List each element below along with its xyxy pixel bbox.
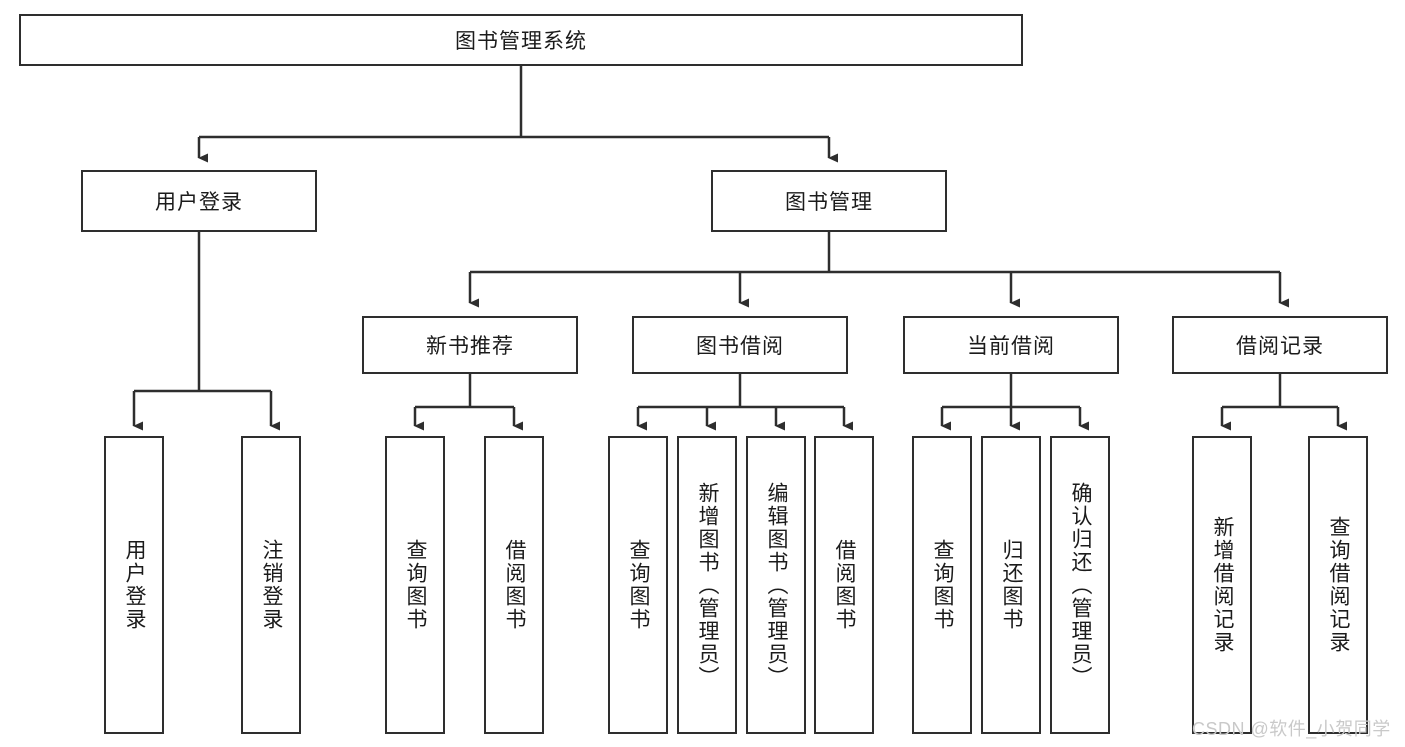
leaf-query-book-3-label: 查询图书 — [931, 539, 955, 631]
node-book-borrow[interactable]: 图书借阅 — [632, 316, 848, 374]
leaf-query-record[interactable]: 查询借阅记录 — [1308, 436, 1368, 734]
node-root-system[interactable]: 图书管理系统 — [19, 14, 1023, 66]
leaf-add-book[interactable]: 新增图书（管理员） — [677, 436, 737, 734]
leaf-return-book[interactable]: 归还图书 — [981, 436, 1041, 734]
leaf-query-book-1-label: 查询图书 — [404, 539, 428, 631]
leaf-query-book-2-label: 查询图书 — [627, 539, 651, 631]
leaf-user-logout[interactable]: 注销登录 — [241, 436, 301, 734]
leaf-borrow-book-1[interactable]: 借阅图书 — [484, 436, 544, 734]
leaf-borrow-book-2-label: 借阅图书 — [833, 539, 857, 631]
leaf-user-login[interactable]: 用户登录 — [104, 436, 164, 734]
leaf-user-logout-label: 注销登录 — [260, 539, 284, 631]
leaf-confirm-return-label: 确认归还（管理员） — [1069, 481, 1093, 689]
leaf-add-book-label: 新增图书（管理员） — [696, 481, 720, 689]
leaf-edit-book[interactable]: 编辑图书（管理员） — [746, 436, 806, 734]
leaf-edit-book-label: 编辑图书（管理员） — [765, 481, 789, 689]
node-book-manage[interactable]: 图书管理 — [711, 170, 947, 232]
leaf-add-record-label: 新增借阅记录 — [1211, 516, 1235, 654]
leaf-add-record[interactable]: 新增借阅记录 — [1192, 436, 1252, 734]
node-user-login[interactable]: 用户登录 — [81, 170, 317, 232]
leaf-return-book-label: 归还图书 — [1000, 539, 1024, 631]
watermark-text: CSDN @软件_小贺同学 — [1192, 719, 1391, 739]
node-current-borrow[interactable]: 当前借阅 — [903, 316, 1119, 374]
leaf-query-record-label: 查询借阅记录 — [1327, 516, 1351, 654]
node-borrow-record[interactable]: 借阅记录 — [1172, 316, 1388, 374]
leaf-borrow-book-1-label: 借阅图书 — [503, 539, 527, 631]
leaf-query-book-1[interactable]: 查询图书 — [385, 436, 445, 734]
leaf-user-login-label: 用户登录 — [123, 539, 147, 631]
node-new-book-recommend[interactable]: 新书推荐 — [362, 316, 578, 374]
leaf-query-book-2[interactable]: 查询图书 — [608, 436, 668, 734]
leaf-borrow-book-2[interactable]: 借阅图书 — [814, 436, 874, 734]
leaf-confirm-return[interactable]: 确认归还（管理员） — [1050, 436, 1110, 734]
leaf-query-book-3[interactable]: 查询图书 — [912, 436, 972, 734]
